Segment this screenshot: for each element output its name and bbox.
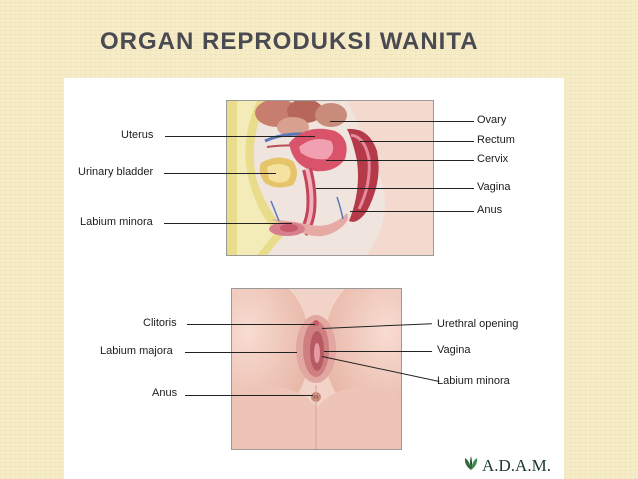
label-uterus: Uterus: [121, 129, 154, 141]
label-clitoris: Clitoris: [143, 317, 177, 329]
label-cervix: Cervix: [477, 153, 509, 165]
label-urethral-opening: Urethral opening: [437, 318, 519, 330]
leader-labium-majora: [185, 352, 297, 353]
slide-title: ORGAN REPRODUKSI WANITA: [100, 28, 479, 55]
leader-anus-top: [350, 211, 474, 212]
label-rectum: Rectum: [477, 134, 515, 146]
label-labium-minora-top: Labium minora: [80, 216, 153, 228]
label-vagina-bottom: Vagina: [437, 344, 471, 356]
label-anus-top: Anus: [477, 204, 503, 216]
leader-urinary-bladder: [164, 173, 276, 174]
leader-labium-minora-top: [164, 223, 292, 224]
external-view-illustration: [231, 288, 402, 450]
label-anus-bottom: Anus: [152, 387, 178, 399]
label-urinary-bladder: Urinary bladder: [78, 166, 154, 178]
leader-anus-bottom: [185, 395, 313, 396]
leader-clitoris: [187, 324, 315, 325]
leader-rectum: [360, 141, 474, 142]
label-vagina-top: Vagina: [477, 181, 511, 193]
label-ovary: Ovary: [477, 114, 507, 126]
leader-uterus: [165, 136, 315, 137]
label-labium-minora-bottom: Labium minora: [437, 375, 510, 387]
adam-logo: A.D.A.M.: [462, 455, 551, 476]
leader-vagina-bottom: [324, 351, 432, 352]
leader-ovary: [330, 121, 474, 122]
leader-vagina-top: [316, 188, 474, 189]
leaf-icon: [462, 455, 480, 476]
label-labium-majora: Labium majora: [100, 345, 173, 357]
leader-cervix: [326, 160, 474, 161]
sagittal-section-illustration: [226, 100, 434, 256]
logo-text: A.D.A.M.: [482, 455, 551, 475]
